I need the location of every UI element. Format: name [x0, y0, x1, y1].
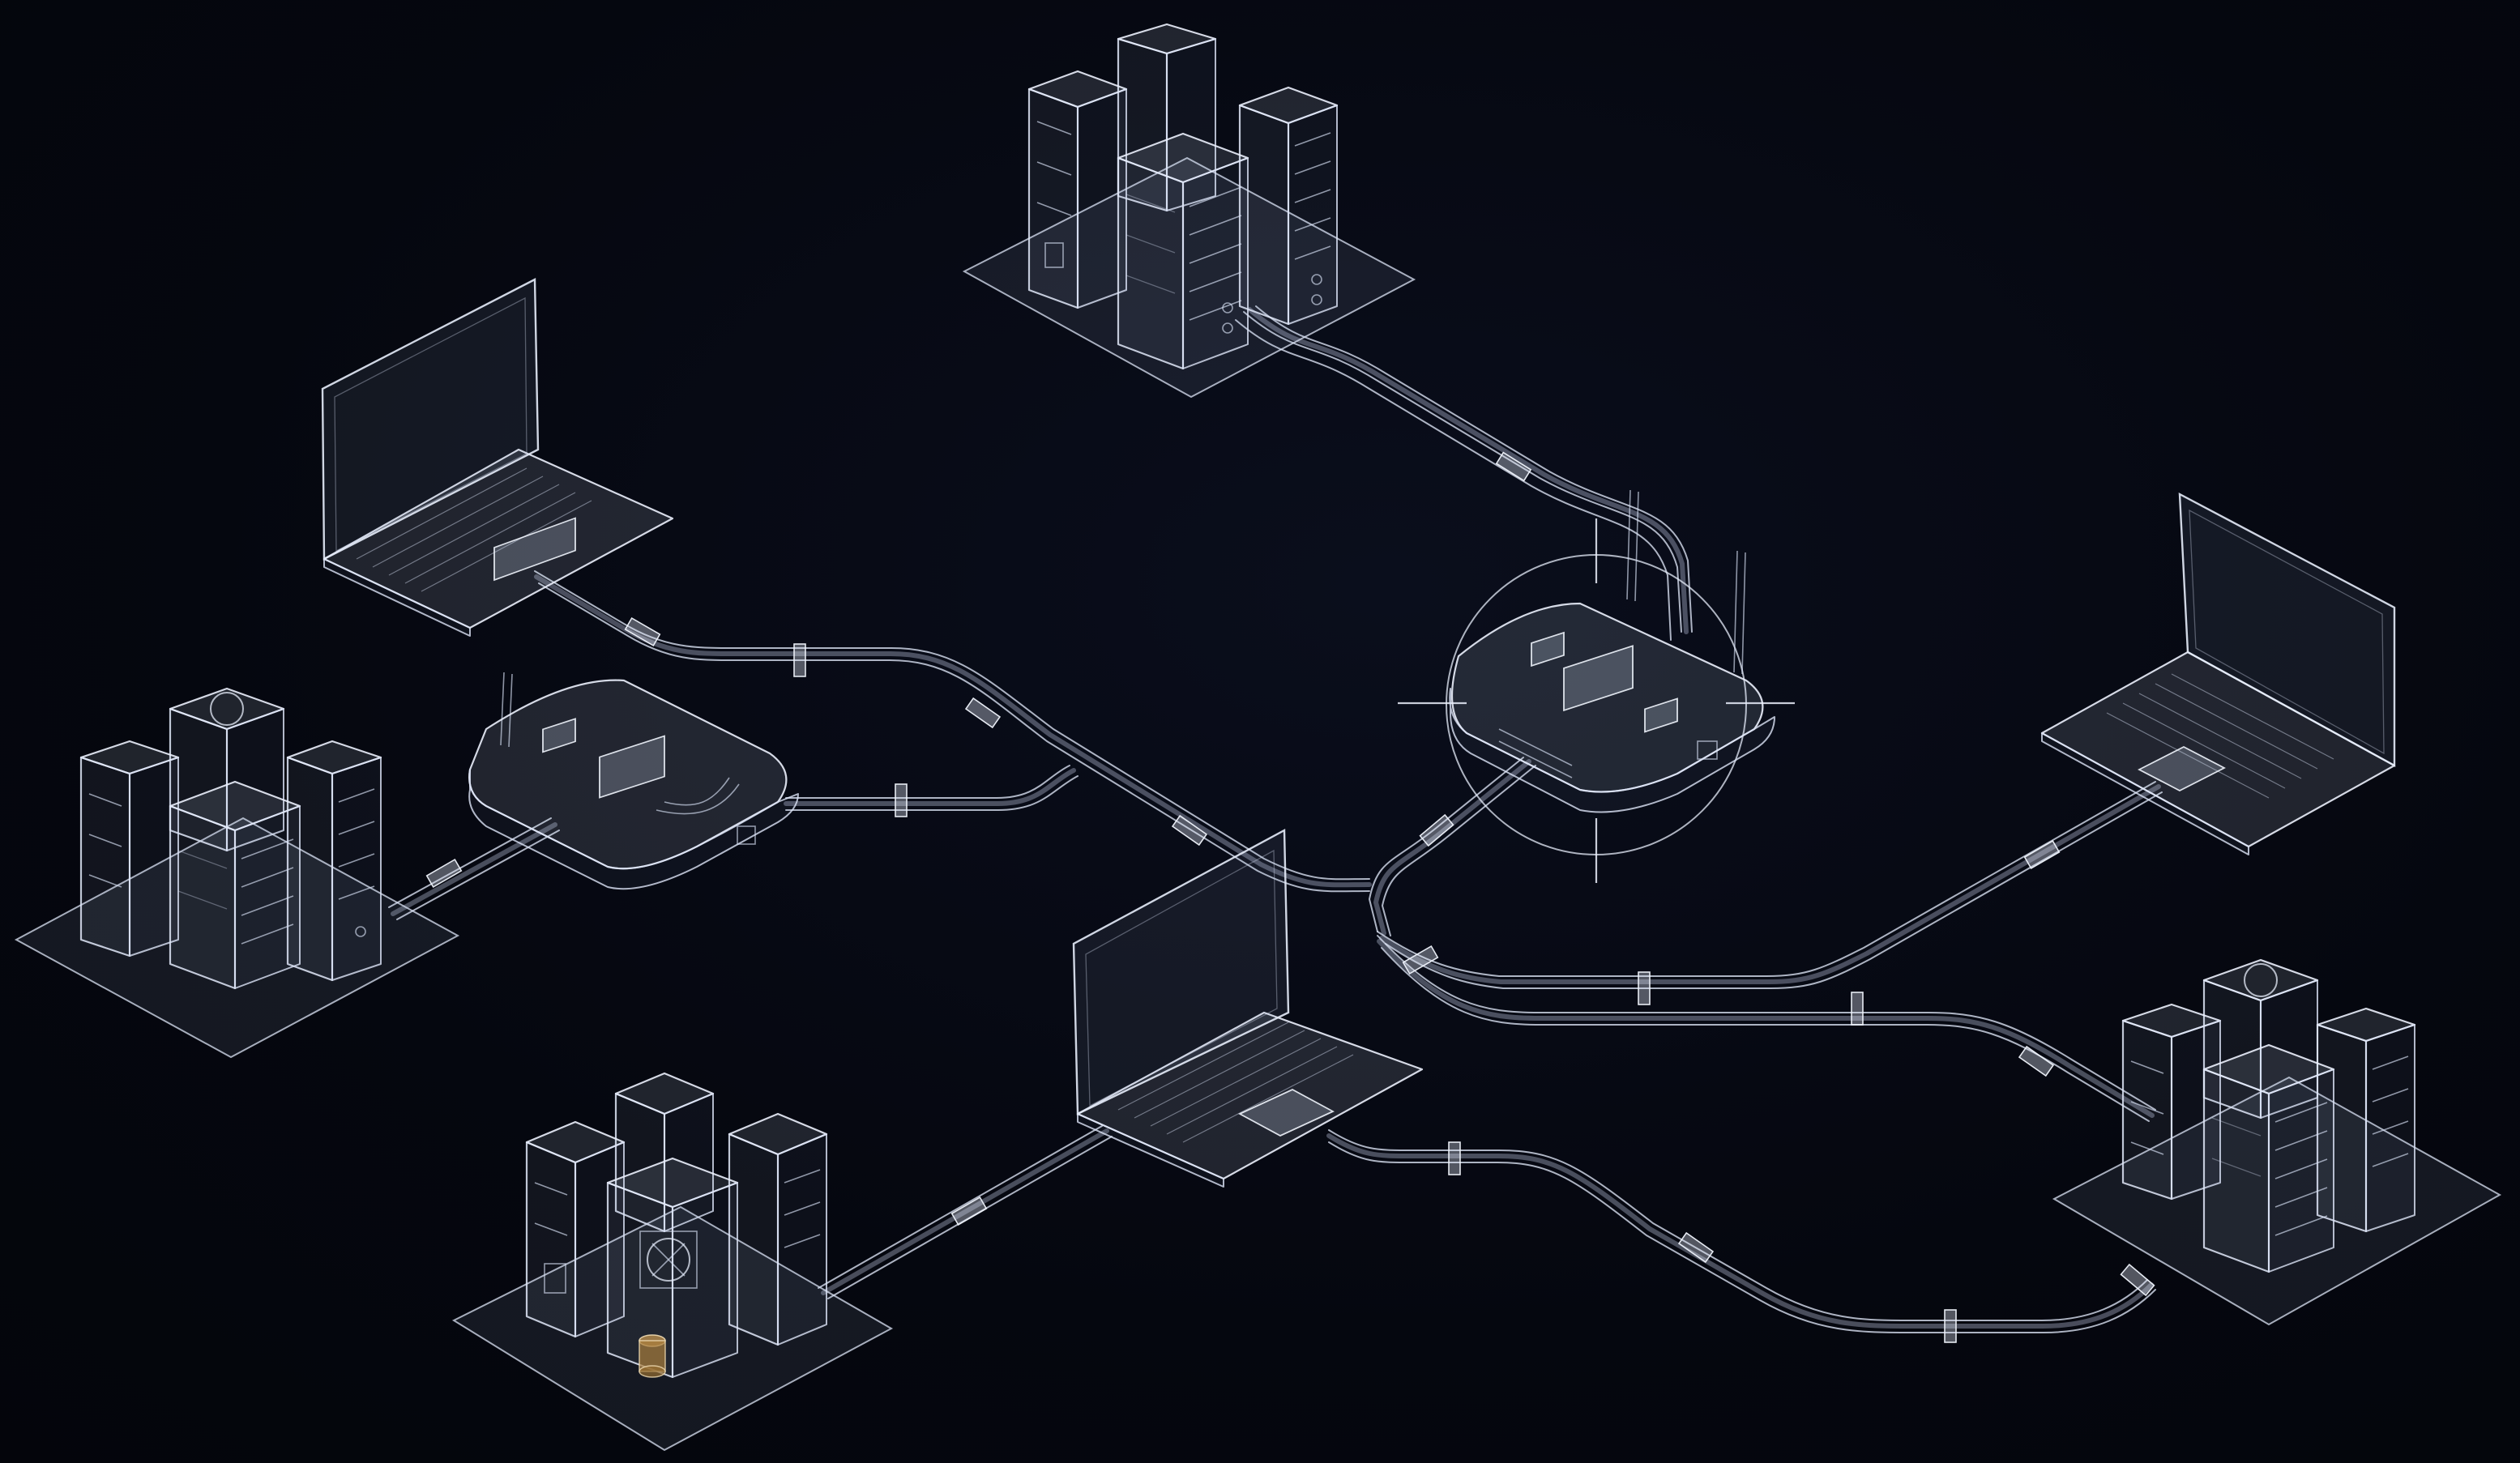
- capacitor-icon: [639, 1334, 666, 1378]
- cable-clip: [1402, 945, 1439, 975]
- antenna: [508, 673, 513, 748]
- server-tower: [2316, 1007, 2416, 1233]
- server-tower: [2202, 958, 2319, 1120]
- cable-router-to-junction: [1369, 757, 1536, 936]
- cable-clips: [425, 451, 2155, 1343]
- cable-clip: [1171, 814, 1208, 847]
- cable-clip: [1638, 971, 1651, 1005]
- cable-laptop-left-to-junction: [534, 570, 1372, 893]
- laptop-screen: [1072, 829, 1290, 1115]
- server-tower: [286, 740, 382, 982]
- cable-clip: [1677, 1231, 1715, 1264]
- server-base-plate: [2052, 1076, 2502, 1326]
- cable-clip: [964, 697, 1002, 729]
- server-cluster-bottom-left[interactable]: [451, 1072, 894, 1452]
- cable-clip: [2023, 839, 2061, 870]
- fan-housing: [639, 1231, 698, 1289]
- trackpad: [1237, 1088, 1335, 1137]
- antenna: [1634, 491, 1639, 602]
- server-tower: [169, 687, 285, 852]
- router-port: [1697, 740, 1718, 760]
- laptop-screen: [321, 278, 540, 561]
- router-chip: [1644, 697, 1678, 733]
- laptop-top-left[interactable]: [321, 278, 674, 637]
- server-tower: [169, 780, 301, 990]
- cable-clip: [895, 783, 908, 817]
- server-base-plate: [14, 817, 460, 1059]
- router-chip: [1531, 631, 1565, 668]
- server-base-plate: [962, 156, 1416, 399]
- cable-junction-to-laptop-right: [1377, 781, 2163, 989]
- server-tower: [1238, 86, 1339, 326]
- fan-icon: [210, 692, 244, 726]
- antenna: [1741, 552, 1746, 675]
- cable-clip: [2120, 1263, 2155, 1297]
- router-port: [737, 825, 756, 845]
- server-tower: [606, 1157, 739, 1379]
- cable-router-secondary-to-junction: [784, 765, 1078, 811]
- cable-clip: [1851, 992, 1864, 1026]
- server-tower: [2121, 1003, 2222, 1201]
- cable-clip: [1944, 1309, 1957, 1343]
- router-chip: [1563, 645, 1634, 712]
- cable-clip: [624, 616, 661, 647]
- cable-center-laptop-to-right-server: [1326, 1129, 2156, 1333]
- trackpad: [493, 517, 576, 582]
- server-tower: [525, 1120, 626, 1338]
- antenna: [1733, 550, 1738, 673]
- cable-clip: [950, 1196, 988, 1226]
- keyboard: [2106, 673, 2334, 799]
- server-cluster-right[interactable]: [2052, 958, 2502, 1326]
- server-tower: [728, 1112, 828, 1346]
- cable-clip: [1419, 813, 1454, 847]
- server-tower: [79, 740, 180, 958]
- router-chip: [542, 718, 576, 753]
- router-secondary[interactable]: [468, 672, 799, 890]
- cable-top-server-to-router: [1235, 305, 1693, 641]
- cable-junction-to-right-server: [1377, 935, 2156, 1122]
- keyboard: [356, 467, 592, 592]
- cable-clip: [425, 858, 463, 889]
- laptop-center[interactable]: [1072, 829, 1424, 1188]
- server-tower: [2202, 1043, 2335, 1273]
- router-primary[interactable]: [1398, 489, 1795, 883]
- server-cluster-top[interactable]: [962, 23, 1416, 399]
- cable-clip: [793, 643, 806, 677]
- cable-left-server-to-router: [388, 817, 560, 920]
- antenna: [500, 672, 505, 746]
- fan-icon: [647, 1238, 690, 1282]
- fan-icon: [2244, 963, 2278, 997]
- keyboard: [1117, 1022, 1354, 1143]
- server-cluster-left[interactable]: [14, 687, 460, 1059]
- router-chip: [599, 735, 665, 799]
- server-tower: [1117, 23, 1217, 212]
- server-tower: [1027, 70, 1128, 309]
- trackpad: [2138, 745, 2226, 792]
- laptop-screen: [2178, 492, 2396, 768]
- server-tower: [1117, 132, 1249, 370]
- cable-clip: [2018, 1045, 2055, 1077]
- antenna: [1626, 489, 1631, 600]
- cable-clip: [1448, 1141, 1461, 1175]
- cable-clip: [1495, 451, 1532, 482]
- cable-layer: [388, 305, 2163, 1343]
- laptop-right[interactable]: [2040, 492, 2396, 855]
